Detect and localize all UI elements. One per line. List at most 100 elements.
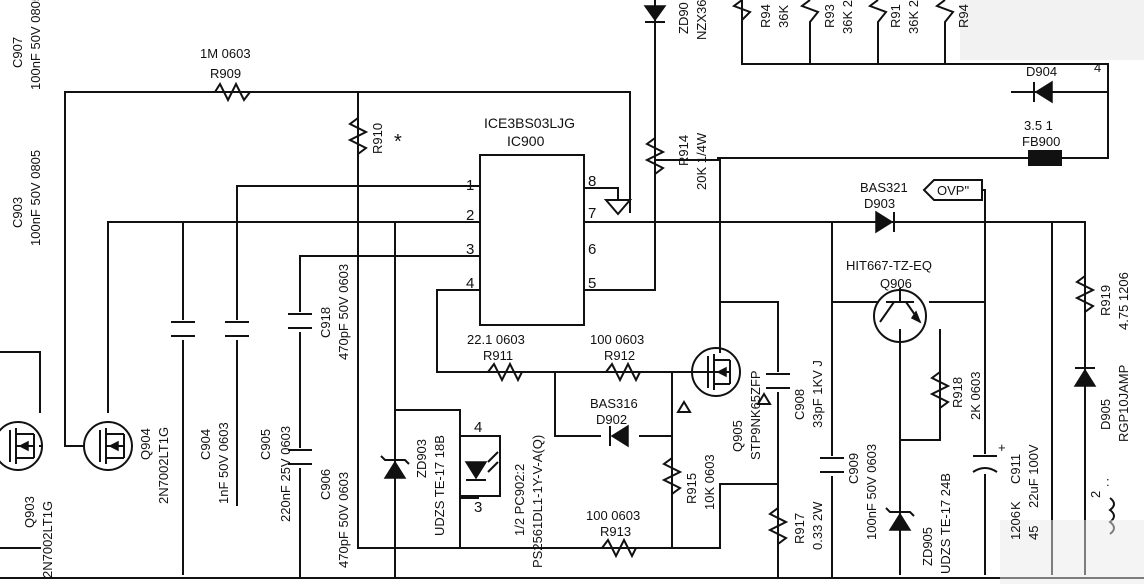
- partial-1206: 1206: [1008, 511, 1023, 540]
- q905-mosfet: [691, 347, 741, 397]
- ic900-part: ICE3BS03LJG: [484, 115, 575, 131]
- zd903-zener: [380, 455, 410, 479]
- r917-value: 0.33 2W: [810, 501, 825, 550]
- c908-value: 33pF 1KV J: [810, 360, 825, 428]
- opto-ref: 1/2 PC902:2: [512, 464, 527, 536]
- diodes: [380, 5, 1097, 531]
- partial-dots: :: [1106, 474, 1110, 489]
- q906-ref: Q906: [880, 276, 912, 291]
- c911-ref: C911: [1008, 454, 1023, 484]
- c918-value: 470pF 50V 0603: [336, 264, 351, 360]
- zd903-ref: ZD903: [414, 439, 429, 478]
- r909-ref: R909: [210, 66, 241, 81]
- c909-capacitor: [818, 456, 846, 476]
- q906-part: HIT667-TZ-EQ: [846, 258, 932, 273]
- q905-part: STP9NK65ZFP: [748, 370, 763, 460]
- r912-value: 100 0603: [590, 332, 644, 347]
- r912-resistor: [605, 361, 641, 383]
- r915-ref: R915: [684, 473, 699, 504]
- c906-capacitor: [286, 448, 314, 468]
- r94a-value: 36K: [776, 5, 791, 28]
- q904-ref: Q904: [138, 428, 153, 460]
- zd90x-zener: [643, 5, 667, 23]
- opto-pin4: 4: [474, 419, 482, 436]
- pin-4: 4: [466, 275, 474, 292]
- resistors: [214, 0, 1096, 559]
- pin-3: 3: [466, 241, 474, 258]
- c907-ref: C907: [10, 37, 25, 68]
- pin-7: 7: [588, 205, 596, 222]
- transistors: [0, 288, 927, 471]
- fb900-ferrite-bead: [1028, 150, 1062, 166]
- zd90x-ref: ZD90: [676, 2, 691, 34]
- c918-ref: C918: [318, 307, 333, 338]
- c906-value: 470pF 50V 0603: [336, 472, 351, 568]
- r914-ref: R914: [676, 135, 691, 166]
- c905-ref: C905: [258, 429, 273, 460]
- q905-ref: Q905: [730, 420, 745, 452]
- r910-resistor: [347, 117, 369, 155]
- ic900-ref: IC900: [507, 133, 545, 149]
- q904-part: 2N7002LT1G: [156, 427, 171, 504]
- r913-ref: R913: [600, 524, 631, 539]
- c911-plus: +: [998, 440, 1006, 455]
- r915-resistor: [661, 457, 683, 495]
- opto-coupler: [459, 409, 501, 497]
- r93-ref: R93: [822, 4, 837, 28]
- r93-value: 36K 2: [840, 0, 855, 34]
- r911-value: 22.1 0603: [467, 332, 525, 347]
- r912-ref: R912: [604, 348, 635, 363]
- d902-ref: D902: [596, 412, 627, 427]
- r917-ref: R917: [792, 513, 807, 544]
- d904-diode: [1033, 80, 1053, 104]
- r913-value: 100 0603: [586, 508, 640, 523]
- r914-value: 20K 1/4W: [694, 132, 709, 190]
- fb900-ref: FB900: [1022, 134, 1060, 149]
- partial-2: 2: [1088, 491, 1103, 498]
- c905-value: 220nF 25V 0603: [278, 426, 293, 522]
- partial-k: K: [1008, 501, 1023, 510]
- r919-resistor: [1074, 275, 1096, 313]
- c909-value: 100nF 50V 0603: [864, 444, 879, 540]
- c907-value: 100nF 50V 0805: [28, 0, 43, 90]
- opto-part: PS2561DL1-1Y-V-A(Q): [530, 435, 545, 568]
- r910-mark: *: [394, 131, 402, 153]
- blurred-region-bottom: [1000, 520, 1144, 584]
- r918-ref: R918: [950, 377, 965, 408]
- zd905-ref: ZD905: [920, 527, 935, 566]
- d905r-ref: D905: [1098, 399, 1113, 430]
- r919-value: 4.75 1206: [1116, 272, 1131, 330]
- c908-ref: C908: [792, 389, 807, 420]
- warning-icon: [676, 400, 692, 413]
- warning-icon: [756, 392, 772, 405]
- ovp-tag: [922, 179, 986, 201]
- warning-icons: [676, 392, 772, 413]
- c918-capacitor: [286, 312, 314, 332]
- r91-value: 36K 2: [906, 0, 921, 34]
- r913-resistor: [601, 537, 637, 559]
- r915-value: 10K 0603: [702, 454, 717, 510]
- zd905-value: UDZS TE-17 24B: [938, 473, 953, 574]
- blurred-region: [960, 0, 1144, 60]
- r919-ref: R919: [1098, 285, 1113, 316]
- r917-resistor: [767, 507, 789, 545]
- r909-resistor: [214, 81, 251, 103]
- r909-value: 1M 0603: [200, 46, 251, 61]
- q903-part: 2N7002LT1G: [40, 501, 55, 578]
- c911-capacitor: [970, 454, 1000, 474]
- capacitors: [170, 312, 1000, 476]
- r918-resistor: [929, 371, 951, 409]
- r911-ref: R911: [483, 348, 513, 363]
- bas321-part: BAS321: [860, 180, 908, 195]
- bas316-part: BAS316: [590, 396, 638, 411]
- pin-5: 5: [588, 275, 596, 292]
- pin-1: 1: [466, 177, 474, 194]
- c904-value: 1nF 50V 0603: [216, 422, 231, 504]
- r91-ref: R91: [888, 4, 903, 28]
- labels: C907 100nF 50V 0805 C903 100nF 50V 0805 …: [10, 0, 1131, 578]
- d903-ref: D903: [864, 196, 895, 211]
- zd903-value: UDZS TE-17 18B: [432, 435, 447, 536]
- q903-ref: Q903: [22, 496, 37, 528]
